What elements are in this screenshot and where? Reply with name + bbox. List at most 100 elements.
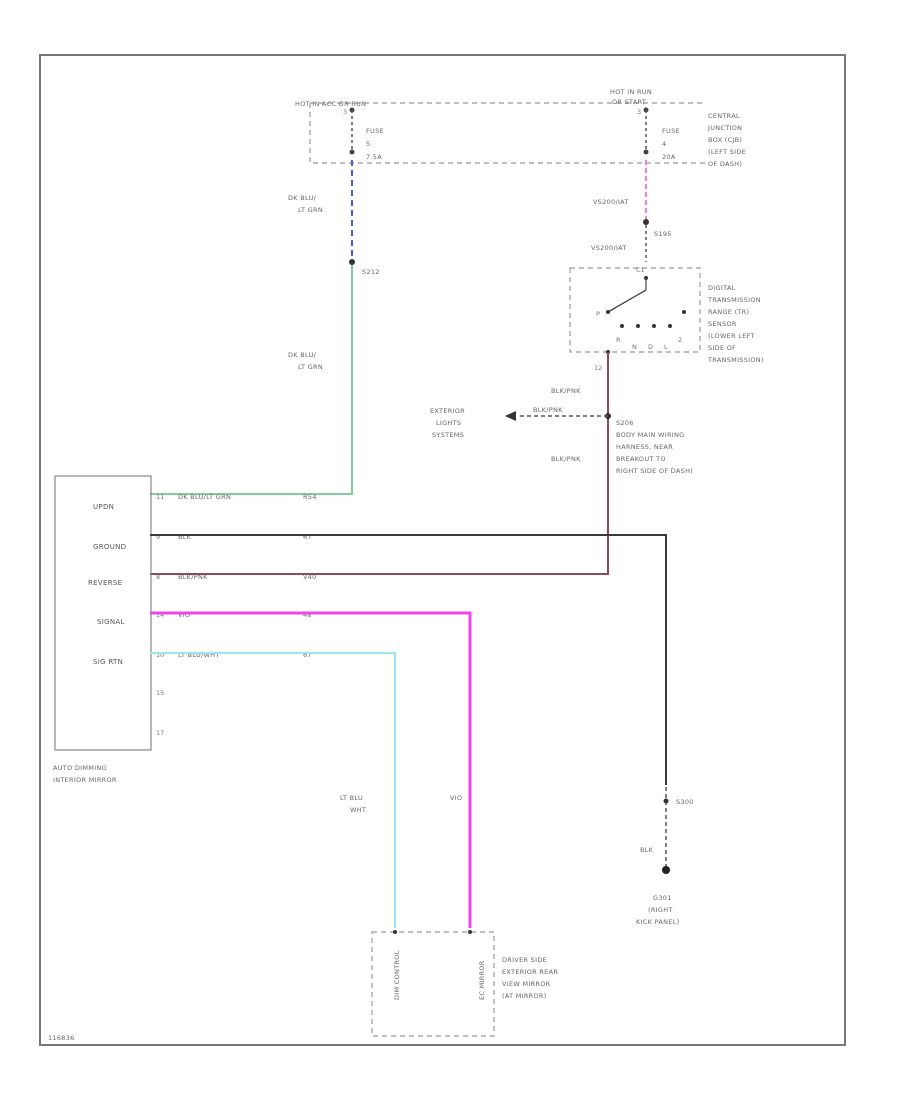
vio-vertical-label: VIO [450,794,462,802]
dk-blu-top-2: LT GRN [298,206,323,214]
vio-wire [150,611,472,928]
driver-mirror-left-label: DIM CONTROL [393,950,401,1000]
signal-circuit: VIO [150,611,472,928]
splice-s206-id: S206 [616,419,634,427]
driver-side-mirror: DIM CONTROL EC MIRROR DRIVER SIDE EXTERI… [371,930,558,1037]
splice-s300-label: S300 [676,798,694,806]
splice-s212-label: S212 [362,268,380,276]
trs-label-4: SENSOR [708,320,737,328]
exterior-lights-2: LIGHTS [436,419,461,427]
trs-switch-blade [607,289,647,313]
driver-mirror-line-4: (AT MIRROR) [502,992,547,1000]
blk-pnk-arrow-label: BLK/PNK [533,406,563,414]
trs-label-7: TRANSMISSION) [707,356,764,364]
ground-line-2: (RIGHT [648,906,673,914]
fuse-right-supply-2: OR START [612,98,646,106]
dk-blu-mid-1: DK BLU/ [288,351,317,359]
mirror-caption-2: INTERIOR MIRROR [53,776,117,784]
circuit-id-ground: 67 [303,533,312,541]
mirror-pin-17: 17 [156,729,164,737]
circuit-id-signal: 48 [303,611,312,619]
trs-pin-p: P [596,310,600,318]
cjb-label-2: JUNCTION [707,124,742,132]
fuse-left-label: FUSE [366,127,384,135]
fuse-left-terminal-bottom [349,149,355,155]
fuse-right-number: 4 [662,140,666,148]
lt-blu-wht-label-2: WHT [350,806,366,814]
wire-color-reverse: BLK/PNK [178,573,208,581]
cjb-label-3: BOX (CJB) [708,136,742,144]
mirror-terminal-reverse: REVERSE [88,579,122,587]
lt-blu-wht-label-1: LT BLU [340,794,363,802]
fuse-right-label: FUSE [662,127,680,135]
dk-blu-top-1: DK BLU/ [288,194,317,202]
mirror-terminal-updn: UPDN [93,503,114,511]
trs-label-2: TRANSMISSION [707,296,761,304]
splice-s212-dot [349,259,355,265]
mirror-pin-11: 11 [156,493,164,501]
wire-color-sig-rtn: LT BLU/WHT [178,651,220,659]
blk-ground-wire [150,534,667,785]
trs-pin-l: L [664,343,668,351]
auto-dimming-mirror: UPDN GROUND REVERSE SIGNAL SIG RTN 11 9 … [53,475,164,784]
trs-label-3: RANGE (TR) [708,308,749,316]
lt-blu-wht-wire [150,652,396,928]
circuit-id-updn: R54 [303,493,317,501]
trs-out-pin: 12 [594,364,602,372]
cjb-label-5: OF DASH) [708,160,742,168]
splice-s206-line-3: BREAKOUT TO [616,455,666,463]
splice-s195-label: S195 [654,230,672,238]
fuse-right-supply-1: HOT IN RUN [610,88,652,96]
ground-g301-symbol [662,866,670,874]
splice-s300-dot [663,798,669,804]
trs-pin-top: C1 [636,266,645,274]
exterior-lights-3: SYSTEMS [432,431,464,439]
circuit-id-reverse: V40 [303,573,317,581]
tr-sensor-box [569,267,701,353]
sig-rtn-circuit: LT BLU WHT [150,652,396,928]
diagram-frame [39,54,846,1046]
mirror-wire-labels: DK BLU/LT GRN R54 BLK 67 BLK/PNK V40 VIO… [178,493,317,659]
reverse-circuit: 12 BLK/PNK BLK/PNK EXTERIOR LIGHTS SYSTE… [150,350,693,575]
trs-label-5: (LOWER LEFT [708,332,755,340]
fuse-left-pin: 3 [343,108,347,116]
wire-color-signal: VIO [178,611,190,619]
fuse-5-group: HOT IN ACC OR RUN 3 FUSE 5 7.5A [295,100,705,164]
fuse-right-pin: 3 [637,108,641,116]
mirror-pin-14: 14 [156,611,164,619]
splice-s206-line-2: HARNESS, NEAR [616,443,673,451]
fuse-left-supply: HOT IN ACC OR RUN [295,100,366,108]
blk-ground-label: BLK [640,846,654,854]
driver-mirror-line-3: VIEW MIRROR [502,980,551,988]
mirror-terminal-ground: GROUND [93,543,126,551]
trs-label-1: DIGITAL [708,284,736,292]
tr-sensor: C1 P R N D L 2 DIGITAL TRANSMISSION RANG… [569,266,764,364]
updn-circuit: DK BLU/ LT GRN S212 DK BLU/ LT GRN [150,160,380,495]
fuse-left-number: 5 [366,140,370,148]
exterior-lights-arrow [505,411,516,421]
fuse-right-rating: 20A [662,153,676,161]
mirror-terminal-sig-rtn: SIG RTN [93,658,123,666]
splice-s206-line-1: BODY MAIN WIRING [616,431,685,439]
dk-blu-mid-2: LT GRN [298,363,323,371]
driver-mirror-line-2: EXTERIOR REAR [502,968,558,976]
splice-s195-dot [643,219,649,225]
driver-mirror-line-1: DRIVER SIDE [502,956,547,964]
dk-blu-lt-grn-wire [150,265,353,495]
blk-pnk-upper-label: BLK/PNK [551,387,581,395]
trs-pin-d: D [648,343,653,351]
blk-pnk-wire [150,352,609,575]
ground-line-1: G301 [653,894,672,902]
cjb-label-4: (LEFT SIDE [708,148,746,156]
fuse-left-rating: 7.5A [366,153,382,161]
fuse-right-terminal-bottom [643,149,649,155]
trs-pin-n: N [632,343,637,351]
mirror-terminal-signal: SIGNAL [97,618,125,626]
mirror-box [54,475,152,751]
trs-label-6: SIDE OF [708,344,736,352]
circuit-id-sig-rtn: 67 [303,651,312,659]
trs-pin-2: 2 [678,336,682,344]
ground-line-3: KICK PANEL) [636,918,679,926]
conn-bottom-label: VS200/IAT [591,244,627,252]
